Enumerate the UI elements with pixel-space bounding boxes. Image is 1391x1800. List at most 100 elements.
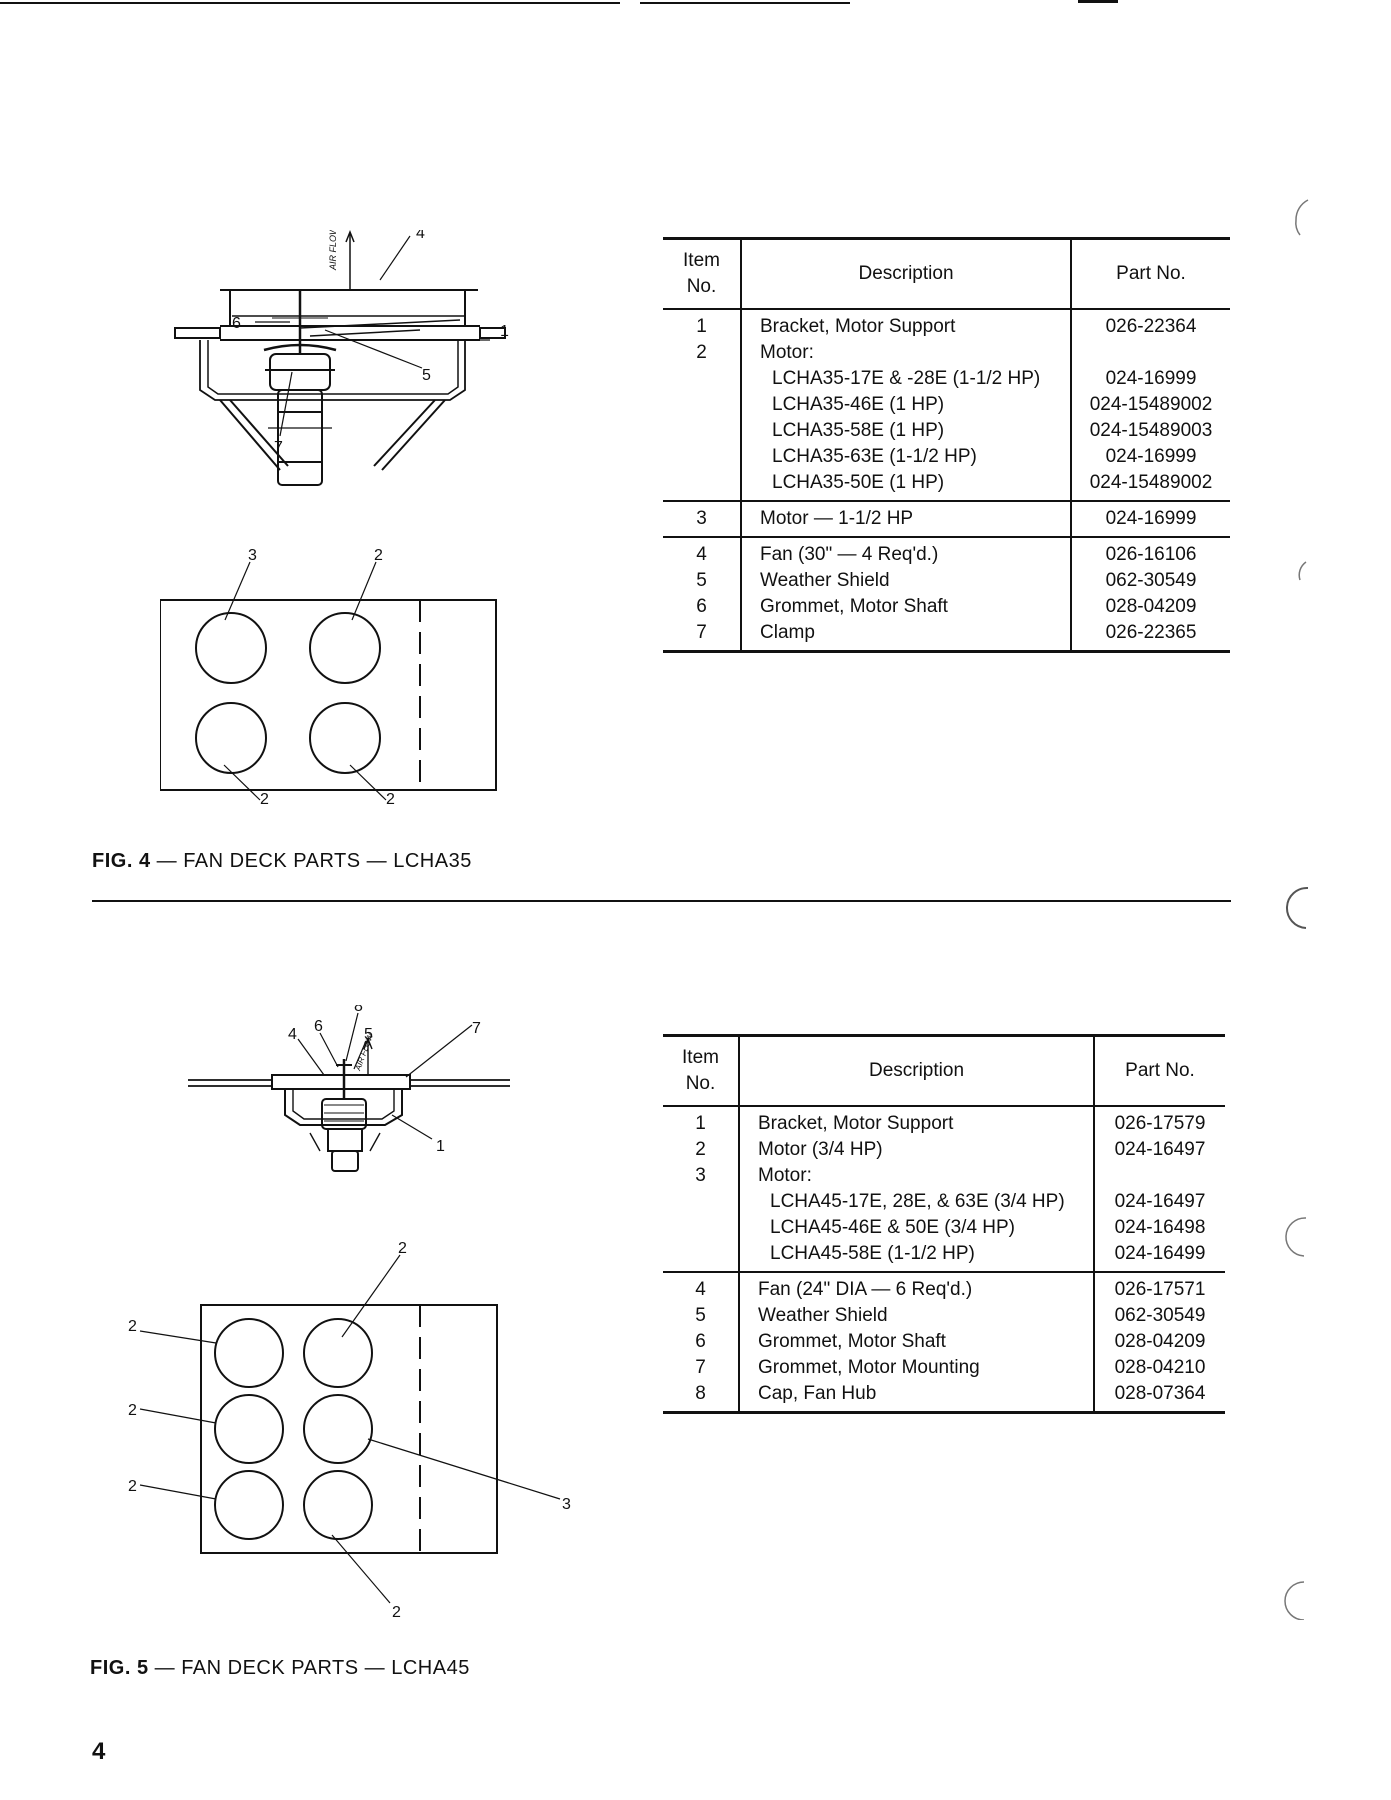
cell-part-no: 026-17571 [1093,1271,1225,1303]
fig5-fan-circle [303,1470,373,1540]
cell-item: 2 [663,1137,740,1163]
table-row: LCHA45-58E (1-1/2 HP) 024-16499 [663,1241,1225,1272]
fig4-fan-circle [195,612,267,684]
fig5-fan-circle [303,1394,373,1464]
fig5-drawing: AIR FLOW 8 6 4 5 7 1 2 2 2 2 3 2 [128,1005,571,1621]
cell-description: Weather Shield [760,570,890,591]
fig5-callout-7: 7 [472,1020,481,1037]
cell-item [663,418,742,444]
table-row: LCHA35-17E & -28E (1-1/2 HP)024-16999 [663,366,1230,392]
fig5-header-description: Description [739,1035,1094,1107]
cell-item [663,444,742,470]
cell-description: Grommet, Motor Shaft [758,1331,946,1352]
cell-part-no: 062-30549 [1093,1303,1225,1329]
cell-item: 7 [663,1355,740,1381]
fig4-callout-2a: 2 [374,547,383,564]
fig5-fan-circle [214,1470,284,1540]
cell-description: Fan (24" DIA — 6 Req'd.) [739,1271,1094,1303]
table-row: 2 Motor (3/4 HP) 024-16497 [663,1137,1225,1163]
fig4-drawing: AIR FLOW 4 6 1 5 7 3 2 2 2 [160,230,509,808]
cell-description: Motor — 1-1/2 HP [741,500,1071,537]
cell-description: LCHA35-17E & -28E (1-1/2 HP) [772,368,1041,389]
cell-part-no: 024-16999 [1070,444,1230,470]
fig5-callout-6: 6 [314,1018,323,1035]
fig5-fan-circle [214,1394,284,1464]
cell-item [663,392,742,418]
cell-part-no: 024-16498 [1093,1215,1225,1241]
cell-item: 4 [663,536,742,568]
fig5-fan-circle [303,1318,373,1388]
fig4-callout-2b: 2 [260,791,269,808]
fig5-caption-text: — FAN DECK PARTS — LCHA45 [154,1657,470,1679]
cell-description: Cap, Fan Hub [758,1383,877,1404]
fig5-fan-circle [214,1318,284,1388]
cell-part-no: 024-16499 [1093,1241,1225,1272]
cell-part-no: 024-15489002 [1070,392,1230,418]
fig4-caption-text: — FAN DECK PARTS — LCHA35 [156,850,472,872]
cell-item: 3 [663,1163,740,1189]
fig5-callout-2-left-a: 2 [128,1318,137,1335]
cell-item: 8 [663,1381,740,1413]
cell-part-no: 062-30549 [1070,568,1230,594]
table-row: LCHA35-58E (1 HP)024-15489003 [663,418,1230,444]
binder-hole-marks [1284,199,1309,1620]
table-row: LCHA45-46E & 50E (3/4 HP) 024-16498 [663,1215,1225,1241]
fig5-header-part-no: Part No. [1093,1035,1225,1107]
cell-description: LCHA45-58E (1-1/2 HP) [770,1243,975,1264]
cell-description: LCHA45-46E & 50E (3/4 HP) [770,1217,1016,1238]
fig5-motor-assembly [188,1037,510,1172]
cell-part-no: 024-16999 [1070,500,1230,537]
cell-item: 1 [663,1106,740,1137]
fig5-callout-8: 8 [354,1005,363,1015]
fig5-callout-5: 5 [364,1026,373,1043]
cell-description: Grommet, Motor Shaft [760,596,948,617]
scan-top-edge-left [0,2,620,4]
cell-item [663,1241,740,1272]
cell-part-no: 024-15489002 [1070,470,1230,501]
cell-part-no: 028-04210 [1093,1355,1225,1381]
cell-description: LCHA35-46E (1 HP) [772,394,945,415]
fig5-caption-label: FIG. 5 [90,1657,149,1679]
fig5-callout-2-top: 2 [398,1240,407,1257]
cell-description: Clamp [760,622,815,643]
cell-description: Motor (3/4 HP) [758,1139,883,1160]
fig4-callout-2c: 2 [386,791,395,808]
fig4-header-part-no: Part No. [1070,238,1230,310]
cell-description: LCHA35-58E (1 HP) [772,420,945,441]
fig4-fan-circle [309,702,381,774]
table-row: LCHA35-63E (1-1/2 HP)024-16999 [663,444,1230,470]
cell-part-no [1070,340,1230,366]
fig5-callout-2-bottom: 2 [392,1604,401,1621]
cell-part-no: 028-04209 [1070,594,1230,620]
scan-top-edge-mid [640,2,850,4]
fig4-callout-5: 5 [422,367,431,384]
fig5-callout-1: 1 [436,1138,445,1155]
fig5-callout-2-left-b: 2 [128,1402,137,1419]
fig4-fan-circle [195,702,267,774]
table-row: LCHA45-17E, 28E, & 63E (3/4 HP)024-16497 [663,1189,1225,1215]
cell-description: LCHA45-17E, 28E, & 63E (3/4 HP) [770,1191,1065,1212]
cell-part-no: 026-22364 [1070,309,1230,340]
section-divider [92,900,1231,902]
fig4-caption: FIG. 4 — FAN DECK PARTS — LCHA35 [92,850,472,873]
cell-item: 2 [663,340,742,366]
cell-description: Fan (30" — 4 Req'd.) [741,536,1071,568]
cell-item: 4 [663,1271,740,1303]
fig5-callout-3: 3 [562,1496,571,1513]
fig4-header-description: Description [741,238,1071,310]
cell-item [663,366,742,392]
cell-part-no: 024-16497 [1093,1137,1225,1163]
cell-item [663,1189,740,1215]
cell-item: 3 [663,500,742,537]
